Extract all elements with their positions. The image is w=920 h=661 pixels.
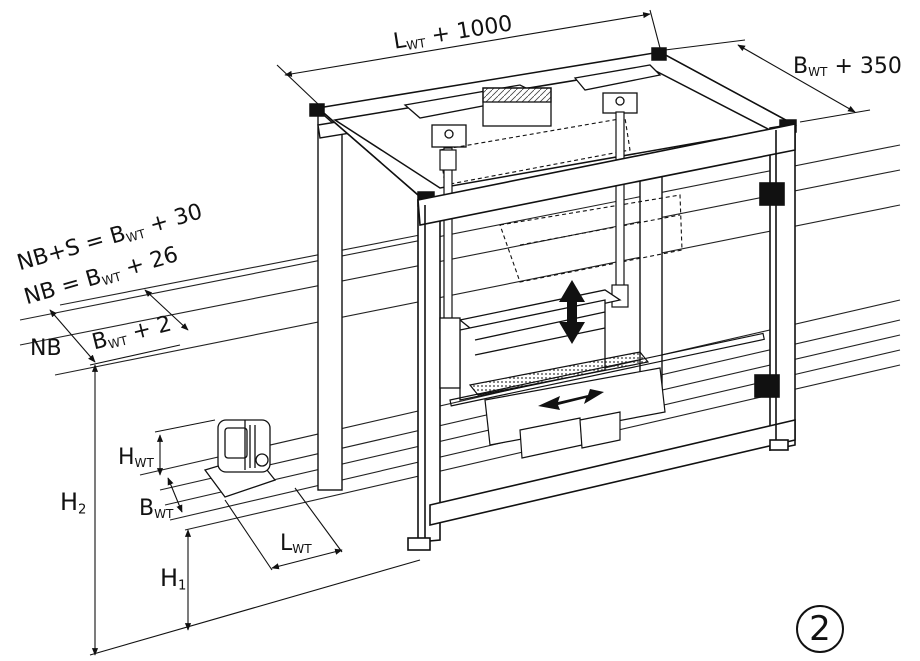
dim-label-nb-short: NB (30, 336, 62, 361)
gantry-frame-front (407, 123, 796, 551)
workpiece-engine (203, 419, 277, 498)
dimension-lines (49, 9, 871, 656)
dim-label-h-wt: HWT (118, 445, 154, 471)
figure-number: 2 (809, 609, 831, 649)
vertical-motion-arrow (559, 280, 585, 344)
dim-label-b-wt: BWT (139, 496, 174, 522)
dim-label-h2: H2 (60, 488, 87, 518)
dim-label-l-wt: LWT (280, 531, 312, 557)
figure-number-badge: 2 (796, 605, 844, 653)
dim-label-h1: H1 (160, 564, 187, 594)
horizontal-motion-arrow (538, 389, 604, 410)
gripper-bar (449, 332, 765, 459)
dim-label-width-top: BWT + 350 (793, 54, 902, 80)
motion-arrows (538, 280, 604, 410)
